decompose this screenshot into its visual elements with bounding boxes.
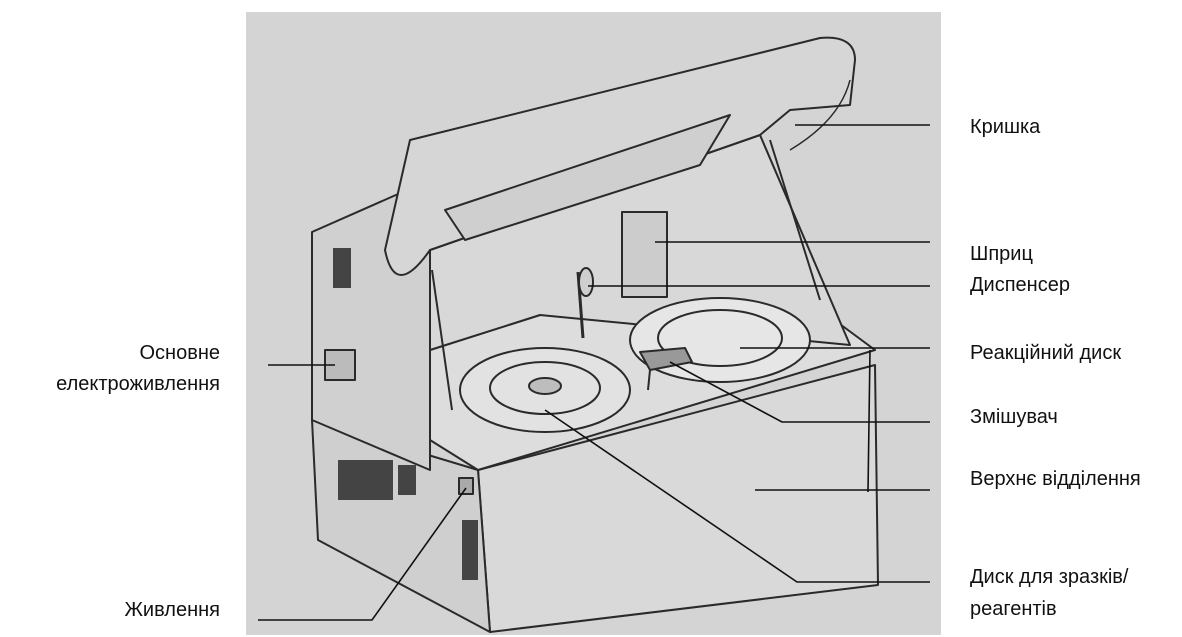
lid-arm-right: [769, 139, 821, 301]
leader-sample-disk: [544, 409, 930, 583]
lid-arm-left: [431, 269, 453, 411]
label-upper-compartment: Верхнє відділення: [970, 468, 1141, 490]
label-power: Живлення: [124, 599, 220, 621]
lid-cable: [789, 79, 851, 151]
vent-upper: [333, 248, 351, 288]
lid-window: [444, 114, 731, 241]
label-sample-disk-line2: реагентів: [970, 598, 1057, 620]
leader-vertical-right: [867, 349, 871, 493]
leader-lines: [258, 124, 930, 621]
leader-power: [258, 487, 467, 621]
vent-front: [462, 520, 478, 580]
mixer-shaft: [647, 369, 651, 391]
vent-lower-left: [338, 460, 393, 500]
label-main-power-line2: електроживлення: [56, 373, 220, 395]
reaction-disk-inner: [657, 309, 783, 367]
label-syringe: Шприц: [970, 243, 1033, 265]
label-sample-disk-line1: Диск для зразків/: [970, 566, 1129, 588]
dispenser-head: [578, 267, 594, 297]
mixer-arm: [639, 347, 693, 371]
sample-disk-hub: [528, 377, 562, 395]
label-mixer: Змішувач: [970, 406, 1058, 428]
label-dispenser: Диспенсер: [970, 274, 1070, 296]
label-reaction-disk: Реакційний диск: [970, 342, 1122, 364]
sample-disk-inner: [489, 361, 601, 415]
label-lid: Кришка: [970, 116, 1041, 138]
label-main-power-line1: Основне: [139, 342, 220, 364]
analyzer-drawing: [311, 36, 879, 633]
vent-lower-right: [398, 465, 416, 495]
power-switch: [458, 477, 474, 495]
leader-mixer: [669, 361, 930, 423]
syringe-window: [621, 211, 668, 298]
